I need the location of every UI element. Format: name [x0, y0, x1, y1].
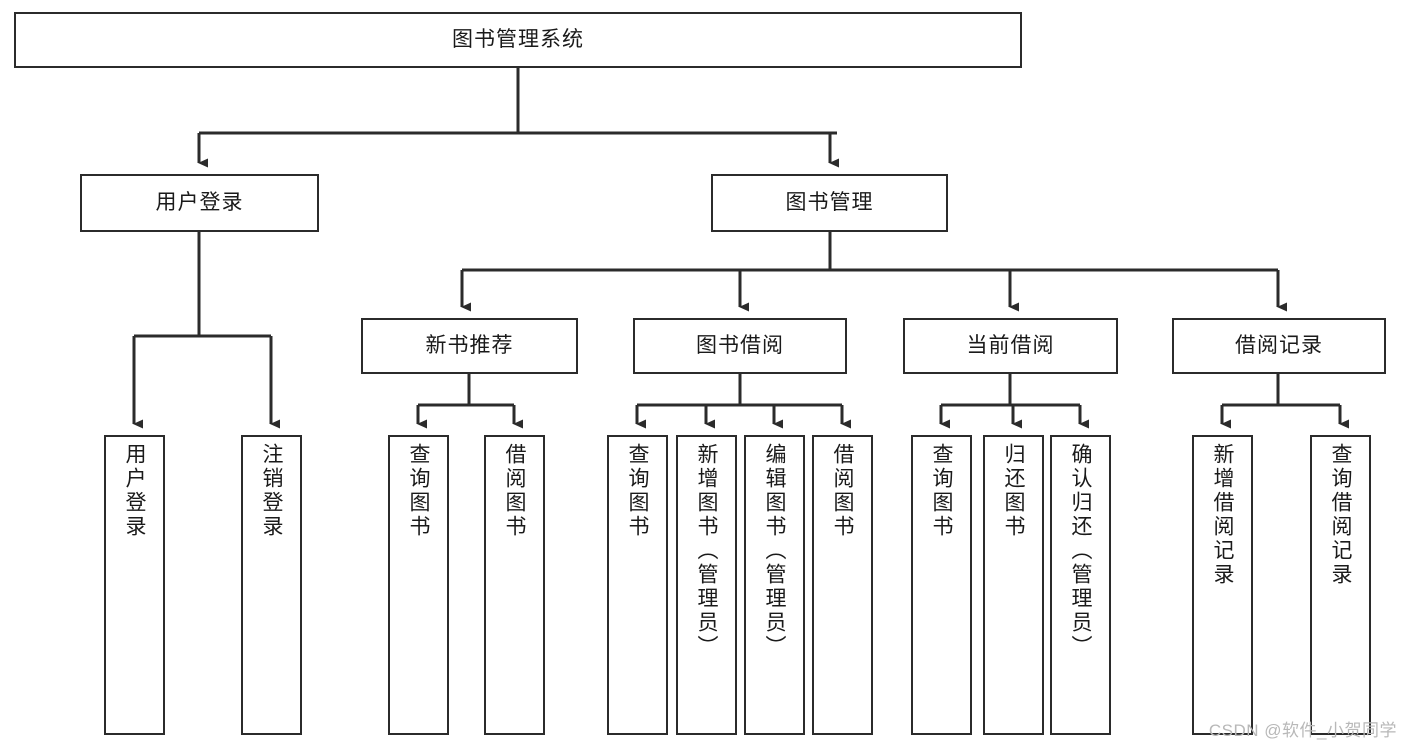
node-leaf-borrow-edit[interactable]: 编辑图书（管理员） [744, 435, 805, 735]
node-leaf-user-logout-label: 注销登录 [260, 443, 283, 539]
node-current-borrow[interactable]: 当前借阅 [903, 318, 1118, 374]
node-root-label: 图书管理系统 [452, 27, 584, 51]
node-leaf-cur-query-label: 查询图书 [930, 443, 953, 539]
node-leaf-cur-return-label: 归还图书 [1002, 443, 1025, 539]
node-leaf-borrow-query-label: 查询图书 [626, 443, 649, 539]
node-leaf-rec-borrow-label: 借阅图书 [503, 443, 526, 539]
node-user-login-label: 用户登录 [155, 190, 244, 214]
node-new-book-rec[interactable]: 新书推荐 [361, 318, 578, 374]
watermark-text: CSDN @软件_小贺同学 [1208, 721, 1397, 740]
node-leaf-borrow-add[interactable]: 新增图书（管理员） [676, 435, 737, 735]
node-leaf-borrow-lend-label: 借阅图书 [831, 443, 854, 539]
node-leaf-user-logout[interactable]: 注销登录 [241, 435, 302, 735]
node-leaf-rec-search-label: 查询借阅记录 [1329, 443, 1352, 587]
node-leaf-rec-query[interactable]: 查询图书 [388, 435, 449, 735]
node-book-manage[interactable]: 图书管理 [711, 174, 948, 232]
node-leaf-rec-add-label: 新增借阅记录 [1211, 443, 1234, 587]
node-leaf-borrow-query[interactable]: 查询图书 [607, 435, 668, 735]
node-new-book-rec-label: 新书推荐 [425, 333, 514, 357]
node-borrow-record[interactable]: 借阅记录 [1172, 318, 1386, 374]
node-user-login[interactable]: 用户登录 [80, 174, 319, 232]
node-leaf-cur-confirm[interactable]: 确认归还（管理员） [1050, 435, 1111, 735]
node-current-borrow-label: 当前借阅 [966, 333, 1055, 357]
node-leaf-borrow-edit-label: 编辑图书（管理员） [763, 443, 786, 659]
node-leaf-rec-search[interactable]: 查询借阅记录 [1310, 435, 1371, 735]
node-borrow-record-label: 借阅记录 [1235, 333, 1323, 357]
node-leaf-borrow-add-label: 新增图书（管理员） [695, 443, 718, 659]
node-leaf-user-login[interactable]: 用户登录 [104, 435, 165, 735]
node-leaf-cur-confirm-label: 确认归还（管理员） [1069, 443, 1092, 659]
node-leaf-cur-return[interactable]: 归还图书 [983, 435, 1044, 735]
node-leaf-rec-borrow[interactable]: 借阅图书 [484, 435, 545, 735]
node-book-manage-label: 图书管理 [785, 190, 874, 214]
node-root[interactable]: 图书管理系统 [14, 12, 1022, 68]
node-leaf-rec-query-label: 查询图书 [407, 443, 430, 539]
node-leaf-cur-query[interactable]: 查询图书 [911, 435, 972, 735]
node-book-borrow[interactable]: 图书借阅 [633, 318, 847, 374]
node-leaf-user-login-label: 用户登录 [123, 443, 146, 539]
node-book-borrow-label: 图书借阅 [696, 333, 784, 357]
node-leaf-borrow-lend[interactable]: 借阅图书 [812, 435, 873, 735]
node-leaf-rec-add[interactable]: 新增借阅记录 [1192, 435, 1253, 735]
